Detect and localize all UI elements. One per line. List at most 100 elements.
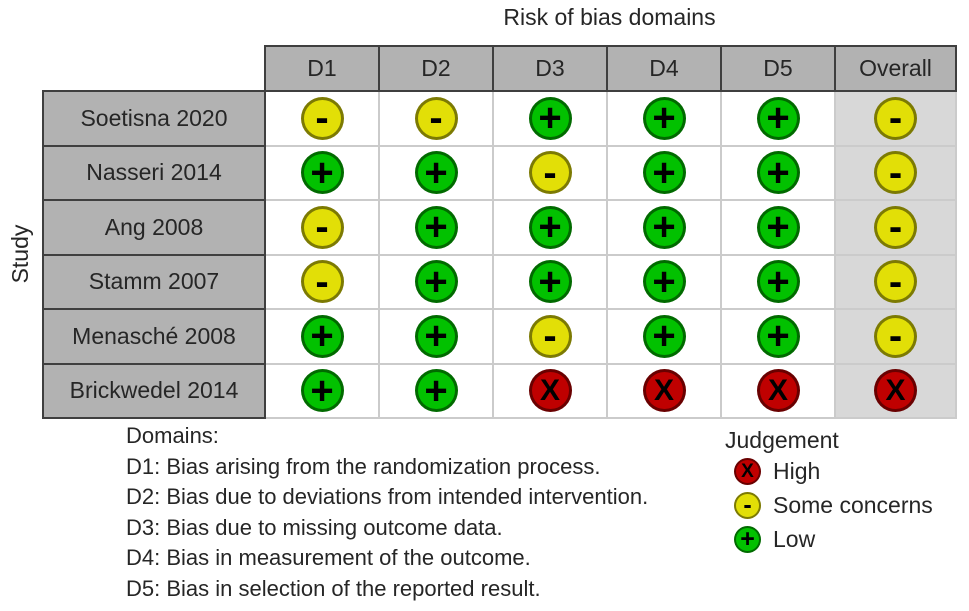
legend-title: Judgement [725, 427, 839, 453]
footnote-line: D5: Bias in selection of the reported re… [126, 575, 541, 601]
judgement-cell: + [720, 253, 836, 310]
judgement-cell: - [834, 253, 957, 310]
judgement-icon-low: + [756, 260, 800, 304]
study-row: Stamm 2007-++++- [42, 253, 957, 310]
corner-blank-cell [43, 46, 265, 91]
study-label: Menasché 2008 [42, 308, 266, 365]
judgement-cell: - [834, 308, 957, 365]
legend-label: Some concerns [773, 491, 933, 518]
judgement-cell: + [492, 253, 608, 310]
judgement-icon-low: + [528, 260, 572, 304]
study-label: Brickwedel 2014 [42, 362, 266, 419]
chart-title: Risk of bias domains [503, 4, 716, 30]
legend-item-high: X High [725, 454, 933, 488]
judgement-cell: + [264, 308, 380, 365]
judgement-icon-low: + [756, 96, 800, 140]
study-row: Ang 2008-++++- [42, 199, 957, 256]
study-label: Nasseri 2014 [42, 144, 266, 201]
judgement-cell: + [492, 90, 608, 147]
judgement-cell: + [606, 90, 722, 147]
footnote-line: Domains: [126, 423, 219, 448]
judgement-icon-high: X [642, 369, 686, 413]
judgement-icon-low: + [414, 205, 458, 249]
judgement-cell: + [378, 144, 494, 201]
legend-label: Low [773, 525, 816, 552]
judgement-cell: + [720, 308, 836, 365]
judgement-cell: - [834, 199, 957, 256]
judgement-icon-some_concerns: - [874, 260, 917, 304]
row-axis-label-study: Study [7, 224, 33, 284]
judgement-icon-low: + [642, 314, 686, 358]
judgement-cell: + [720, 199, 836, 256]
study-label: Stamm 2007 [42, 253, 266, 310]
judgement-icon-low: + [756, 151, 800, 195]
judgement-cell: - [264, 199, 380, 256]
judgement-icon-some_concerns: - [874, 205, 917, 249]
judgement-icon-some_concerns: - [528, 151, 572, 195]
judgement-icon-high: X [756, 369, 800, 413]
judgement-icon-low: + [528, 96, 572, 140]
judgement-icon-low: + [756, 314, 800, 358]
judgement-icon-low: + [734, 525, 761, 553]
judgement-icon-some_concerns: - [414, 96, 458, 140]
judgement-icon-high: X [734, 457, 761, 485]
judgement-icon-low: + [300, 314, 344, 358]
judgement-cell: X [492, 362, 608, 419]
judgement-cell: - [492, 308, 608, 365]
footnotes: Domains: D1: Bias arising from the random… [126, 421, 648, 604]
judgement-cell: + [264, 144, 380, 201]
judgement-cell: - [834, 144, 957, 201]
judgement-cell: + [378, 199, 494, 256]
judgement-cell: - [264, 90, 380, 147]
judgement-icon-low: + [414, 369, 458, 413]
column-header-d4: D4 [606, 45, 722, 92]
judgement-icon-low: + [414, 260, 458, 304]
judgement-icon-low: + [414, 314, 458, 358]
footnote-line: D2: Bias due to deviations from intended… [126, 484, 649, 509]
judgement-icon-high: X [528, 369, 572, 413]
judgement-icon-some_concerns: - [528, 314, 572, 358]
judgement-cell: + [378, 308, 494, 365]
judgement-cell: - [834, 90, 957, 147]
judgement-cell: + [720, 90, 836, 147]
judgement-cell: + [264, 362, 380, 419]
judgement-icon-low: + [414, 151, 458, 195]
study-row: Soetisna 2020--+++- [42, 90, 957, 147]
judgement-cell: - [378, 90, 494, 147]
judgement-icon-low: + [642, 151, 686, 195]
judgement-cell: + [606, 308, 722, 365]
judgement-cell: X [834, 362, 957, 419]
column-header-d1: D1 [264, 45, 380, 92]
legend-label: High [773, 457, 821, 484]
judgement-icon-some_concerns: - [300, 260, 344, 304]
judgement-cell: + [606, 199, 722, 256]
column-header-d5: D5 [720, 45, 836, 92]
column-header-d3: D3 [492, 45, 608, 92]
judgement-cell: - [264, 253, 380, 310]
judgement-cell: + [378, 253, 494, 310]
footnote-line: D4: Bias in measurement of the outcome. [126, 545, 531, 570]
judgement-icon-some_concerns: - [300, 205, 344, 249]
footnote-line: D3: Bias due to missing outcome data. [126, 514, 503, 540]
judgement-icon-low: + [642, 205, 686, 249]
judgement-cell: + [492, 199, 608, 256]
judgement-icon-low: + [642, 96, 686, 140]
judgement-icon-high: X [874, 369, 917, 413]
judgement-icon-low: + [300, 369, 344, 413]
judgement-icon-low: + [642, 260, 686, 304]
table-body: Soetisna 2020--+++-Nasseri 2014++-++-Ang… [42, 90, 957, 419]
judgement-icon-some_concerns: - [300, 96, 344, 140]
judgement-cell: X [606, 362, 722, 419]
footnote-line: D1: Bias arising from the randomization … [126, 453, 601, 479]
column-header-d2: D2 [378, 45, 494, 92]
study-row: Menasché 2008++-++- [42, 308, 957, 365]
judgement-cell: - [492, 144, 608, 201]
judgement-cell: + [606, 144, 722, 201]
judgement-icon-low: + [756, 205, 800, 249]
study-row: Nasseri 2014++-++- [42, 144, 957, 201]
